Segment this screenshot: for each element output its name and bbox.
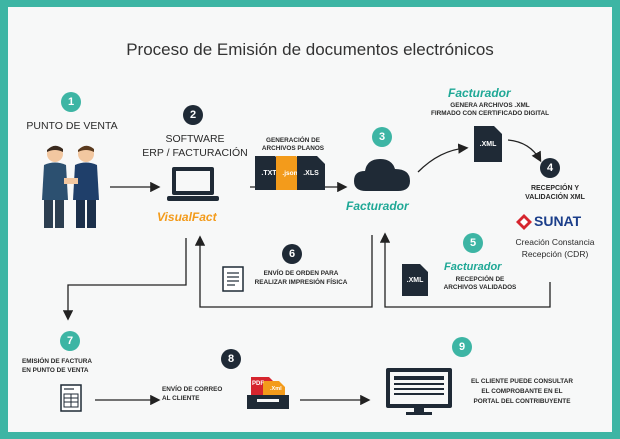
step-9-caption-line2: EL COMPROBANTE EN EL (481, 388, 563, 395)
step-4-badge: 4 (540, 158, 560, 178)
file-xml-label-5: .XML (406, 277, 424, 284)
step-6-badge: 6 (282, 244, 302, 264)
step-1-label: PUNTO DE VENTA (26, 120, 118, 132)
xml-caption-line1: GENERA ARCHIVOS .XML (450, 102, 530, 109)
file-txt-label: .TXT (261, 170, 277, 177)
cloud-icon (354, 159, 410, 191)
arrow-xml-to-4 (507, 139, 542, 163)
diagram-title: Proceso de Emisión de documentos electró… (126, 40, 494, 59)
monitor-icon (386, 368, 452, 415)
document-icon (222, 266, 244, 292)
laptop-icon (167, 167, 219, 201)
step-9-badge: 9 (452, 337, 472, 357)
step-8-caption-line2: AL CLIENTE (162, 395, 200, 402)
arrow-4-to-3 (379, 232, 551, 308)
step-4-label-line1: RECEPCIÓN Y (530, 185, 580, 192)
step-4-caption-line2: Recepción (CDR) (521, 249, 589, 259)
step-3-badge: 3 (372, 127, 392, 147)
arrow-3-to-xml (417, 143, 469, 173)
step-4-label-line2: VALIDACIÓN XML (525, 194, 585, 201)
files-caption-line1: GENERACIÓN DE (266, 137, 320, 144)
file-xls-label: .XLS (303, 170, 319, 177)
file-xml-icon (474, 126, 502, 162)
invoice-icon (60, 384, 82, 412)
step-2-label-line1: SOFTWARE (165, 133, 225, 145)
file-pdf-label: PDF (252, 381, 264, 387)
step-7-caption-line1: EMISIÓN DE FACTURA (22, 358, 92, 365)
step-7-caption-line2: EN PUNTO DE VENTA (22, 367, 89, 374)
step-5-badge: 5 (463, 233, 483, 253)
file-json-label: .json (282, 170, 298, 177)
facturador-brand-top: Facturador (448, 86, 511, 100)
step-8-badge: 8 (221, 349, 241, 369)
step-9-caption-line1: EL CLIENTE PUEDE CONSULTAR (471, 378, 573, 385)
step-7-badge: 7 (60, 331, 80, 351)
step-5-caption-line1: RECEPCIÓN DE (455, 276, 505, 283)
xml-caption-line2: FIRMADO CON CERTIFICADO DIGITAL (430, 110, 550, 117)
file-xml-label-8: .Xml (270, 386, 282, 392)
arrow-3-to-2 (194, 235, 373, 308)
file-xml-label-top: .XML (479, 141, 497, 148)
step-2-label-line2: ERP / FACTURACIÓN (142, 147, 248, 159)
step-2-badge: 2 (183, 105, 203, 125)
file-xls-icon (297, 156, 325, 190)
sunat-logo-icon (516, 214, 532, 230)
step-6-caption-line2: REALIZAR IMPRESIÓN FÍSICA (254, 279, 348, 286)
visualfact-brand: VisualFact (157, 210, 217, 224)
sunat-brand: SUNAT (534, 213, 582, 229)
facturador-brand-5: Facturador (444, 261, 502, 273)
facturador-brand-main: Facturador (346, 199, 409, 213)
step-8-caption-line1: ENVÍO DE CORREO (162, 386, 223, 393)
arrow-2-to-7 (62, 238, 187, 321)
mail-tray-icon (247, 377, 289, 409)
step-1-badge: 1 (61, 92, 81, 112)
handshake-icon (42, 145, 99, 228)
step-9-caption-line3: PORTAL DEL CONTRIBUYENTE (473, 398, 571, 405)
files-caption-line2: ARCHIVOS PLANOS (261, 145, 325, 152)
step-5-caption-line2: ARCHIVOS VALIDADOS (443, 284, 517, 291)
step-4-caption-line1: Creación Constancia (515, 237, 595, 247)
diagram-panel (8, 7, 612, 432)
file-xml-icon-5 (402, 264, 428, 296)
step-6-caption-line1: ENVÍO DE ORDEN PARA (263, 270, 339, 277)
